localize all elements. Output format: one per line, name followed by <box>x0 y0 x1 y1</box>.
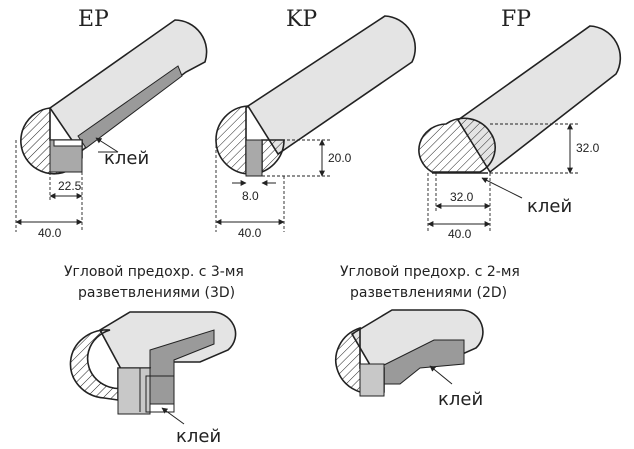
kp-title: KP <box>286 7 317 32</box>
kp-dim-height: 20.0 <box>328 151 352 165</box>
corner-2d-glue-leader <box>429 365 453 385</box>
fp-title: FP <box>501 7 531 32</box>
corner-3d-glue-label: клей <box>176 426 221 447</box>
ep-body <box>48 19 208 154</box>
fp-profile: FP клей 32.0 32.0 40.0 <box>418 7 622 241</box>
fp-cross-section <box>418 117 496 173</box>
kp-body <box>246 15 417 156</box>
fp-dim-height: 32.0 <box>576 141 600 155</box>
ep-dim-inner: 22.5 <box>58 179 82 193</box>
kp-dim-outer: 40.0 <box>238 226 262 240</box>
corner-3d-caption-2: разветвлениями (3D) <box>78 285 235 301</box>
corner-3d-caption-1: Угловой предохр. с 3-мя <box>64 264 244 280</box>
ep-channel <box>77 65 183 149</box>
corner-3d: Угловой предохр. с 3-мя разветвлениями (… <box>64 264 244 447</box>
corner-2d-caption-2: разветвлениями (2D) <box>350 285 507 301</box>
ep-profile: EP клей 22.5 40.0 <box>15 7 208 240</box>
fp-dim-outer: 40.0 <box>448 227 472 241</box>
fp-dim-inner: 32.0 <box>450 190 474 204</box>
corner-2d-glue-label: клей <box>438 389 483 410</box>
corner-3d-glue-leader <box>161 407 185 425</box>
fp-glue-label: клей <box>527 196 572 217</box>
kp-dim-slot: 8.0 <box>242 189 259 203</box>
corner-2d-caption-1: Угловой предохр. с 2-мя <box>340 264 520 280</box>
corner-2d-channel <box>381 339 465 385</box>
ep-glue-label: клей <box>104 148 149 169</box>
ep-title: EP <box>78 7 109 32</box>
fp-body <box>456 25 622 174</box>
ep-dim-outer: 40.0 <box>38 226 62 240</box>
fp-glue-leader <box>481 177 523 199</box>
corner-2d: Угловой предохр. с 2-мя разветвлениями (… <box>335 264 520 410</box>
kp-profile: KP 20.0 8.0 40.0 <box>215 7 417 240</box>
